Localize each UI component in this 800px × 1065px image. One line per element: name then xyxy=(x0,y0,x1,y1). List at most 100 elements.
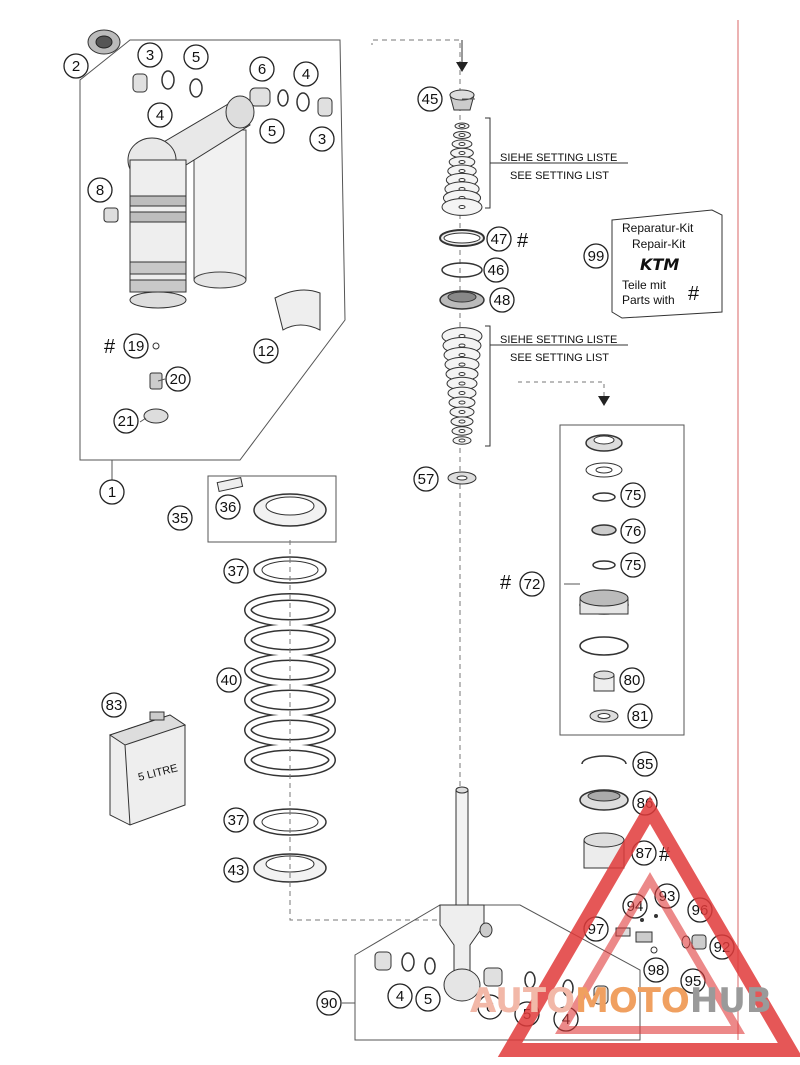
callout-number: 57 xyxy=(418,471,435,488)
setting-de-1: SIEHE SETTING LISTE xyxy=(500,152,617,164)
preload-nut xyxy=(216,477,327,527)
callout-c47: 47 xyxy=(486,226,512,252)
callout-circle xyxy=(413,466,439,492)
callout-circle xyxy=(619,667,645,693)
callout-c72: 72 xyxy=(519,571,545,597)
shim-hole xyxy=(458,400,466,405)
callout-c75b: 75 xyxy=(620,552,646,578)
callout-c90: 90 xyxy=(316,990,342,1016)
callout-number: 6 xyxy=(258,61,266,78)
watermark-part-moto: MOTO xyxy=(575,981,690,1021)
callout-circle xyxy=(137,42,163,68)
callout-circle xyxy=(249,56,275,82)
shim-hole xyxy=(458,151,466,155)
arrow-line-right xyxy=(518,381,605,405)
callout-c5b: 5 xyxy=(259,118,285,144)
callout-number: 40 xyxy=(221,672,238,689)
callout-c87: 87 xyxy=(631,840,657,866)
callout-number: 80 xyxy=(624,672,641,689)
callout-number: 75 xyxy=(625,557,642,574)
callout-circle xyxy=(486,226,512,252)
callout-c4a: 4 xyxy=(293,61,319,87)
callout-c57: 57 xyxy=(413,466,439,492)
callout-c80: 80 xyxy=(619,667,645,693)
callout-c21: 21 xyxy=(113,408,139,434)
callout-circle xyxy=(147,102,173,128)
callout-c76: 76 xyxy=(620,518,646,544)
callout-c40: 40 xyxy=(216,667,242,693)
damper-group-frame xyxy=(79,39,346,461)
callout-circle xyxy=(627,703,653,729)
callout-number: 47 xyxy=(491,231,508,248)
callout-circle xyxy=(123,333,149,359)
callout-c43: 43 xyxy=(223,857,249,883)
setting-en-1: SEE SETTING LIST xyxy=(510,170,609,182)
callout-c99: 99 xyxy=(583,243,609,269)
arrow-head-top xyxy=(456,62,468,72)
setting-en-2: SEE SETTING LIST xyxy=(510,352,609,364)
callout-leaders xyxy=(139,98,580,1004)
callout-c81: 81 xyxy=(627,703,653,729)
watermark-part-auto: AUTO xyxy=(470,981,575,1021)
callout-number: 81 xyxy=(632,708,649,725)
callout-circle xyxy=(183,44,209,70)
callout-c75a: 75 xyxy=(620,482,646,508)
callout-number: 5 xyxy=(192,49,200,66)
shim-stack-lower xyxy=(441,327,483,445)
callout-c3b: 3 xyxy=(309,126,335,152)
callout-circle xyxy=(632,751,658,777)
callout-number: 90 xyxy=(321,995,338,1012)
callout-circle xyxy=(223,558,249,584)
watermark: AUTOMOTOHUB xyxy=(470,796,800,1057)
top-nut xyxy=(449,89,475,111)
callout-number: 35 xyxy=(172,510,189,527)
shim-hole xyxy=(458,124,466,128)
shim-hole xyxy=(458,205,466,209)
callout-circle xyxy=(223,807,249,833)
shim-hole xyxy=(458,343,466,348)
callout-c46: 46 xyxy=(483,257,509,283)
hash-72: # xyxy=(500,572,512,594)
callout-c4c: 4 xyxy=(387,983,413,1009)
callout-number: 48 xyxy=(494,292,511,309)
shim-hole xyxy=(458,160,466,164)
callout-c8: 8 xyxy=(87,177,113,203)
bearing-set-left xyxy=(132,70,203,98)
repair-kit-line1: Reparatur-Kit xyxy=(622,221,694,235)
callout-number: 12 xyxy=(258,343,275,360)
callout-number: 72 xyxy=(524,576,541,593)
callout-circle xyxy=(293,61,319,87)
bottom-washer xyxy=(447,471,477,485)
callout-number: 36 xyxy=(220,499,237,516)
callout-number: 4 xyxy=(302,66,310,83)
o-ring xyxy=(441,262,483,278)
callout-circle xyxy=(477,994,503,1020)
callout-circle xyxy=(489,287,515,313)
seal-head-frame xyxy=(559,424,685,736)
callout-c1: 1 xyxy=(99,479,125,505)
callout-c5c: 5 xyxy=(415,986,441,1012)
callout-circle xyxy=(417,86,443,112)
piston-ring xyxy=(439,229,485,247)
repair-kit-line4: Parts with xyxy=(622,293,675,307)
callout-circle xyxy=(519,571,545,597)
watermark-triangle xyxy=(497,796,800,1057)
callout-circle xyxy=(63,53,89,79)
hash-47: # xyxy=(517,230,529,252)
callout-c35: 35 xyxy=(167,505,193,531)
callout-number: 95 xyxy=(685,973,702,990)
callout-c20: 20 xyxy=(165,366,191,392)
callout-circle xyxy=(620,518,646,544)
repair-kit-line2: Repair-Kit xyxy=(632,237,686,251)
shim-hole xyxy=(458,362,466,367)
callout-number: 8 xyxy=(96,182,104,199)
callout-circle xyxy=(483,257,509,283)
callout-circle xyxy=(87,177,113,203)
repair-kit-hash: # xyxy=(688,283,700,305)
callout-number: 37 xyxy=(228,563,245,580)
callout-number: 76 xyxy=(625,523,642,540)
arrow-head-right xyxy=(598,396,610,406)
callout-circle xyxy=(113,408,139,434)
callout-c4b: 4 xyxy=(147,102,173,128)
